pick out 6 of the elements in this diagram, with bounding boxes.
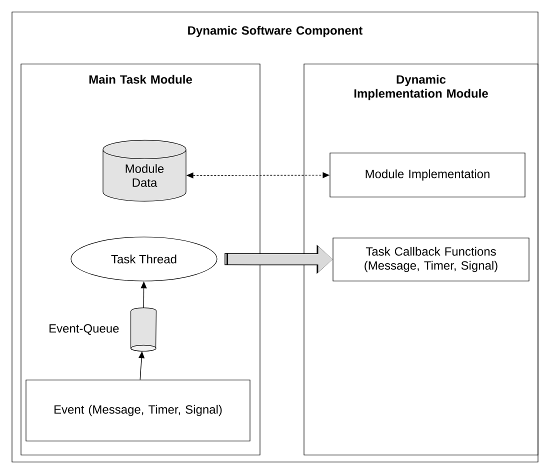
database-cylinder: Module Data	[102, 140, 186, 202]
queue-cylinder	[130, 308, 156, 352]
process-box: Task Callback Functions (Message, Timer, Signal)	[332, 238, 530, 282]
queue-label: Event-Queue	[50, 324, 119, 335]
process-box: Module Implementation	[330, 152, 526, 198]
process-box: Event (Message, Timer, Signal)	[26, 380, 250, 442]
